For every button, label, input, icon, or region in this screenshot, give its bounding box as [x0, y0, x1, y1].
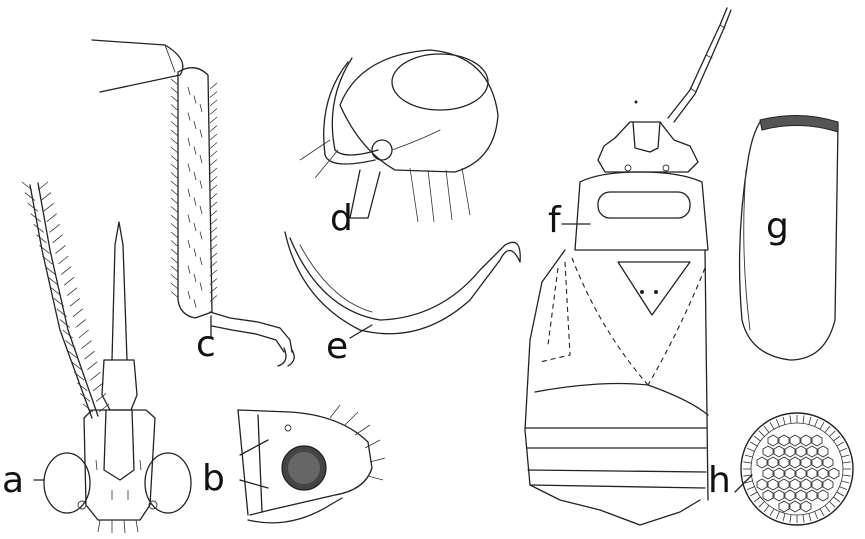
label-g: g	[766, 206, 789, 247]
label-e: e	[326, 326, 348, 367]
panel-c-leg	[92, 40, 294, 366]
label-f: f	[548, 200, 562, 241]
label-c: c	[196, 324, 216, 365]
panel-a-head	[22, 182, 191, 533]
label-a: a	[2, 460, 24, 501]
panel-b-eye	[238, 405, 385, 523]
label-d: d	[330, 198, 353, 239]
label-b: b	[202, 458, 225, 499]
panel-e-paramere	[285, 232, 520, 338]
panel-f-body	[525, 8, 731, 525]
label-h: h	[708, 460, 731, 501]
panel-h-egg-cap	[735, 413, 853, 525]
panel-d-capsule	[300, 50, 498, 222]
